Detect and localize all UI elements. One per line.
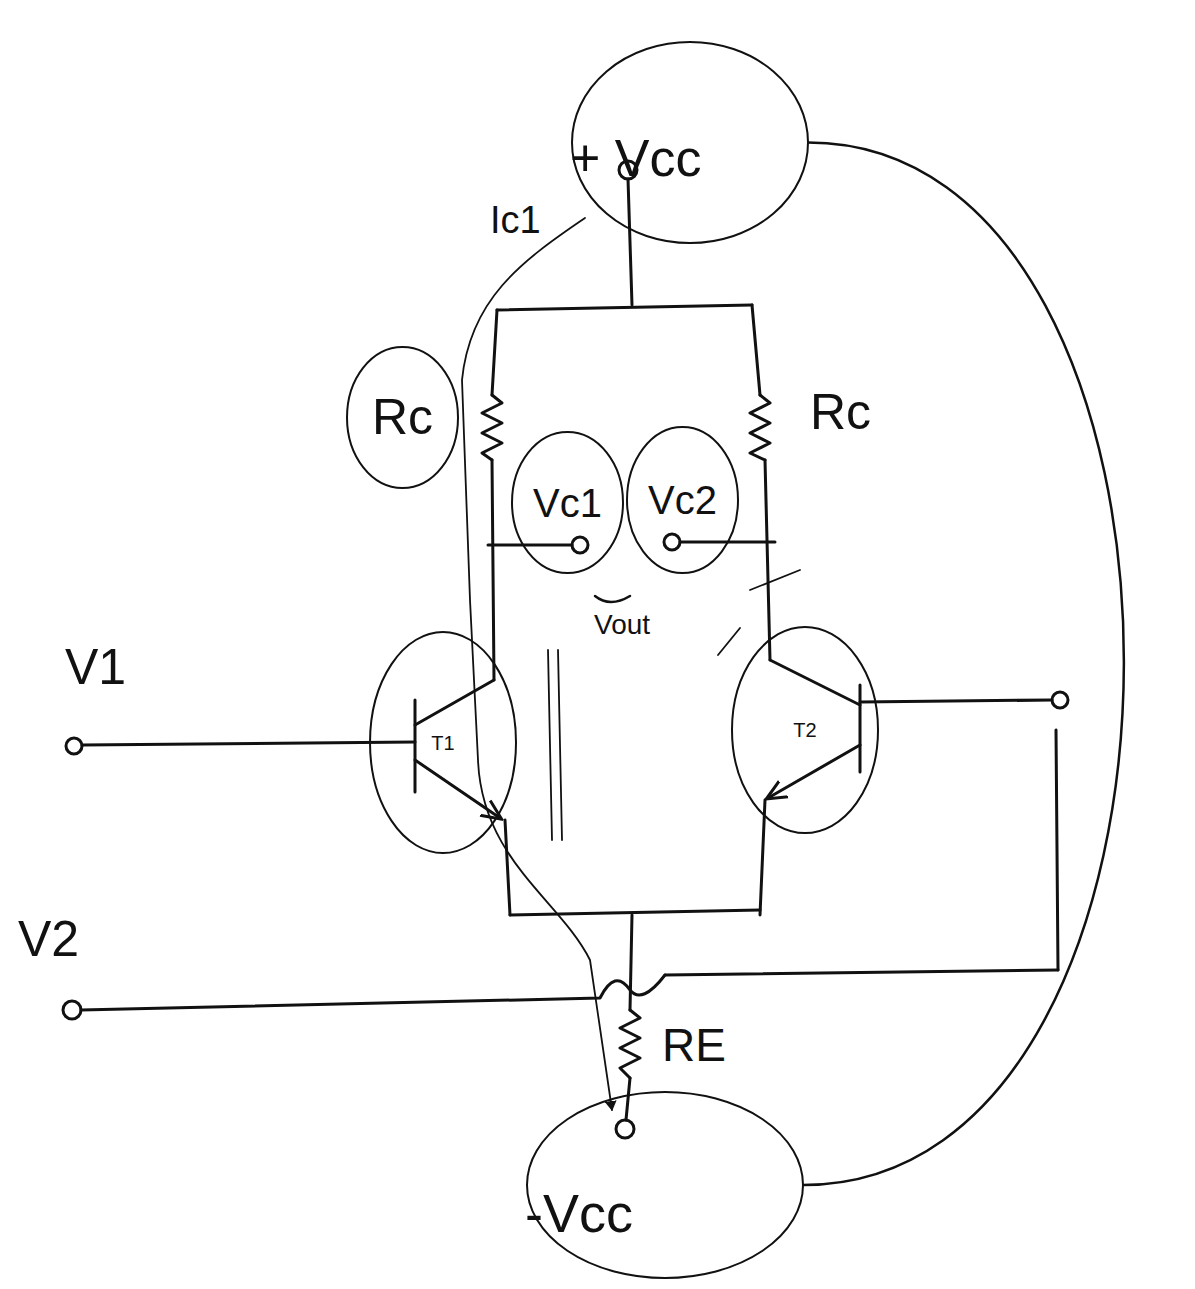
transistor-circle: T2 [730, 625, 880, 835]
signal-label: V1 [65, 640, 126, 695]
supply-terminal: + Vcc [570, 40, 810, 245]
node-text: T2 [793, 719, 816, 741]
node-text: Rc [372, 390, 433, 445]
node-text: T1 [431, 732, 454, 754]
node-voltage-callout: Vc2 [625, 425, 740, 575]
outline-ellipse [370, 632, 516, 853]
transistor-circle: T1 [368, 630, 518, 855]
outline-ellipse [347, 347, 458, 488]
supply-connector [803, 143, 1124, 1186]
outline-ellipse [512, 432, 623, 573]
node-text: + Vcc [570, 130, 702, 187]
outline-ellipse [732, 627, 878, 833]
resistor-label: Rc [810, 385, 871, 440]
resistor-label: RE [662, 1020, 726, 1071]
outline-ellipse [627, 427, 738, 573]
resistor-callout: Rc [345, 345, 460, 490]
signal-label: V2 [18, 912, 79, 967]
node-text: Vc1 [533, 481, 602, 525]
supply-terminal: -Vcc [525, 1090, 805, 1280]
node-text: Vc2 [648, 478, 717, 522]
signal-label: Vout [594, 610, 650, 641]
current-label: Ic1 [490, 200, 541, 242]
node-text: -Vcc [525, 1184, 633, 1243]
node-voltage-callout: Vc1 [510, 430, 625, 575]
